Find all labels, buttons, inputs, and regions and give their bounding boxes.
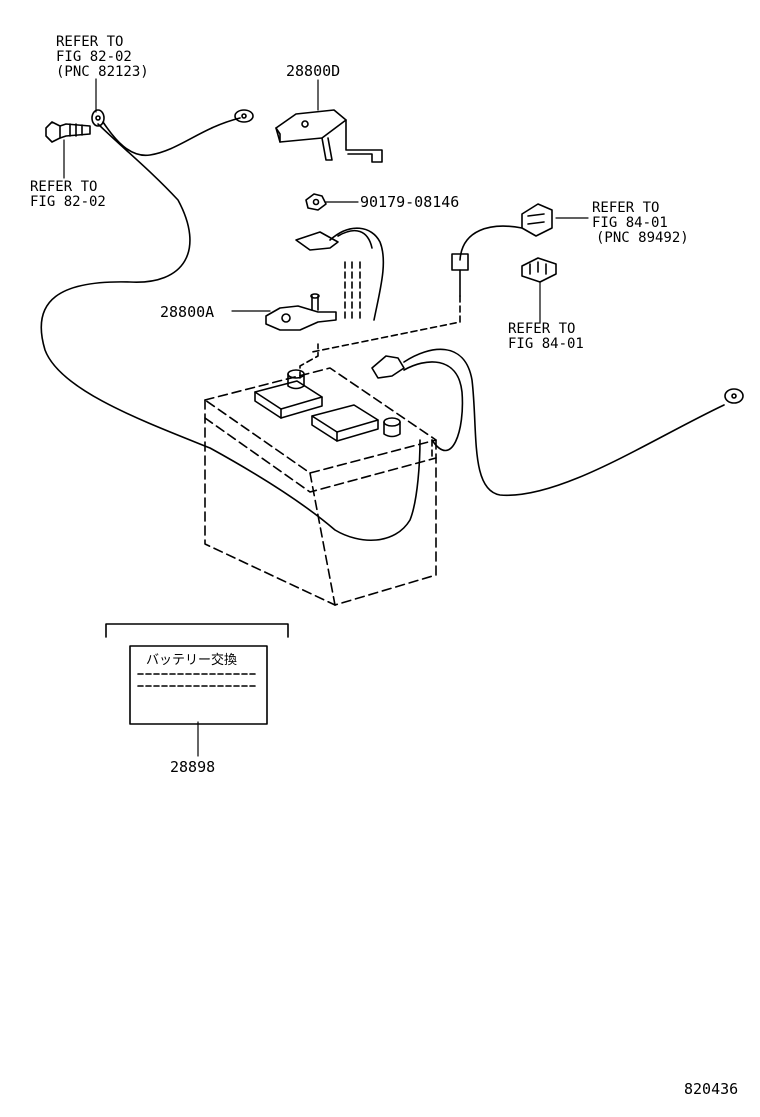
battery-terminal-negative: [288, 370, 304, 389]
ref-fig-84-01-connector-line1: REFER TO: [508, 321, 575, 337]
ref-fig-84-01-line2: FIG 84-01: [592, 215, 668, 231]
leader-lines: [64, 79, 588, 756]
battery-cover-bracket: [276, 110, 382, 162]
part-number-clamp: 28800A: [160, 303, 214, 321]
ref-fig-82-02-bolt-line2: FIG 82-02: [30, 194, 106, 210]
ref-fig-82-02-line1: REFER TO: [56, 34, 123, 50]
ref-fig-84-01-line3: (PNC 89492): [596, 230, 689, 246]
ref-fig-84-01-connector-line2: FIG 84-01: [508, 336, 584, 352]
battery: [205, 368, 436, 605]
terminal-clamp: [266, 228, 383, 330]
part-number-label-plate: 28898: [170, 758, 215, 776]
positive-cable: [372, 349, 743, 495]
label-plate: [106, 624, 288, 724]
ref-fig-82-02-bolt-line1: REFER TO: [30, 179, 97, 195]
part-number-cover: 28800D: [286, 62, 340, 80]
battery-terminal-positive: [384, 418, 400, 437]
nut: [306, 194, 326, 210]
figure-number: 820436: [684, 1080, 738, 1098]
ground-cable: [41, 110, 420, 540]
battery-cells: [255, 381, 378, 441]
label-plate-text: バッテリー交換: [146, 652, 237, 668]
part-number-nut: 90179-08146: [360, 193, 459, 211]
ref-fig-82-02-line2: FIG 82-02: [56, 49, 132, 65]
ref-fig-82-02-line3: (PNC 82123): [56, 64, 149, 80]
ref-fig-84-01-line1: REFER TO: [592, 200, 659, 216]
bolt: [46, 122, 90, 142]
